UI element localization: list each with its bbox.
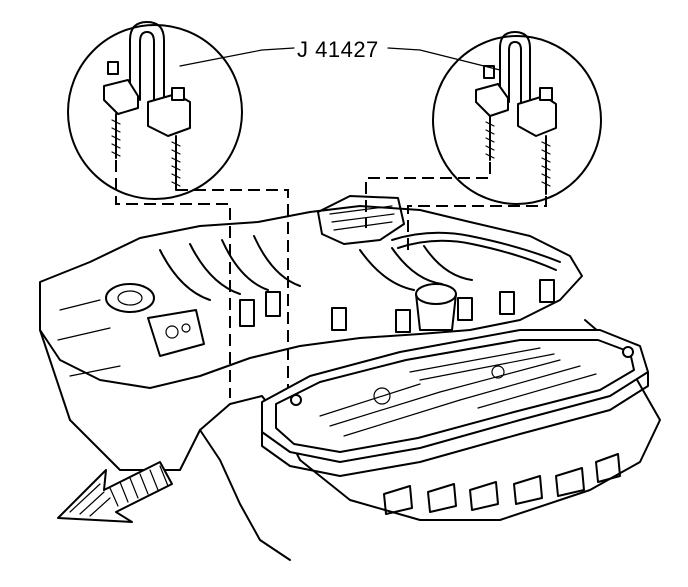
dashed-connector-lines [115, 160, 547, 400]
engine-assembly [39, 195, 661, 561]
label-leader-lines [179, 47, 501, 71]
right-lifting-bracket [475, 31, 557, 195]
left-lifting-bracket [103, 21, 191, 191]
exhaust-ports [383, 453, 621, 515]
front-direction-arrow-icon [57, 461, 173, 523]
right-detail-circle [432, 31, 602, 205]
tool-number-label: J 41427 [297, 37, 379, 62]
left-detail-circle [67, 21, 243, 200]
valve-cover [261, 329, 649, 477]
